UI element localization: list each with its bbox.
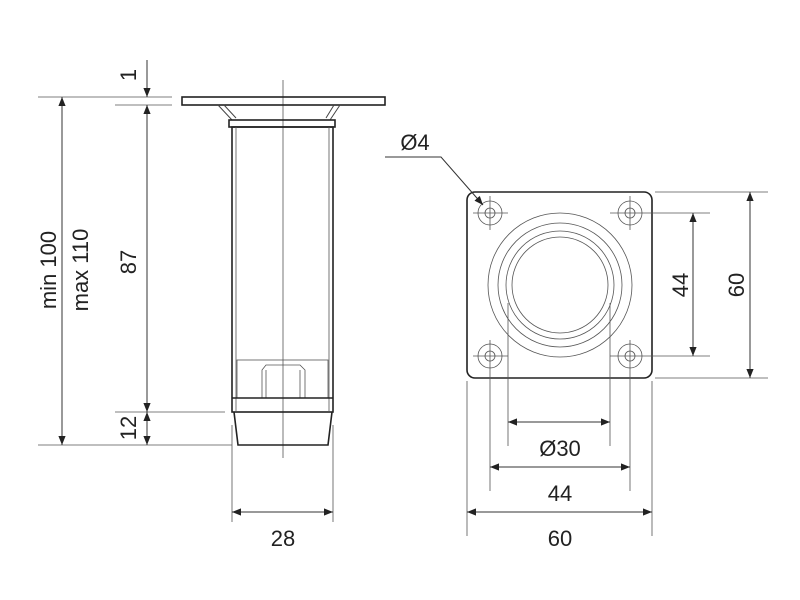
label-foot-height: 12 xyxy=(116,416,141,440)
ring-2 xyxy=(497,222,623,348)
ring-3 xyxy=(505,230,615,340)
label-plate-width: 60 xyxy=(548,526,572,551)
label-hole-diameter: Ø4 xyxy=(400,130,429,155)
top-view: Ø4 Ø30 44 60 44 60 xyxy=(385,130,768,551)
label-total-max: max 110 xyxy=(68,229,93,312)
nut xyxy=(261,364,306,398)
tube-inner-wall xyxy=(235,127,330,412)
label-plate-height: 60 xyxy=(724,273,749,297)
ring-inner xyxy=(511,236,609,334)
foot xyxy=(233,411,333,446)
label-plate-thickness: 1 xyxy=(116,69,141,81)
ring-outer xyxy=(487,212,633,358)
mounting-holes xyxy=(477,200,643,369)
label-tube-diameter: 28 xyxy=(271,526,295,551)
plate-cone xyxy=(217,104,341,121)
square-plate xyxy=(466,191,653,379)
label-ring-diameter: Ø30 xyxy=(539,436,581,461)
label-hole-spacing-h: 44 xyxy=(548,481,572,506)
leader-d4 xyxy=(385,156,484,206)
center-ring xyxy=(487,212,633,358)
extension-lines xyxy=(466,191,768,536)
hole-center-marks xyxy=(473,196,710,372)
insert xyxy=(236,359,329,399)
label-tube-height: 87 xyxy=(116,250,141,274)
label-total-min: min 100 xyxy=(36,231,61,309)
label-hole-spacing-v: 44 xyxy=(668,273,693,297)
mounting-plate xyxy=(181,96,386,106)
collar xyxy=(228,119,336,128)
side-view: 1 87 12 min 100 max 110 28 xyxy=(36,60,386,551)
tube xyxy=(231,126,334,413)
